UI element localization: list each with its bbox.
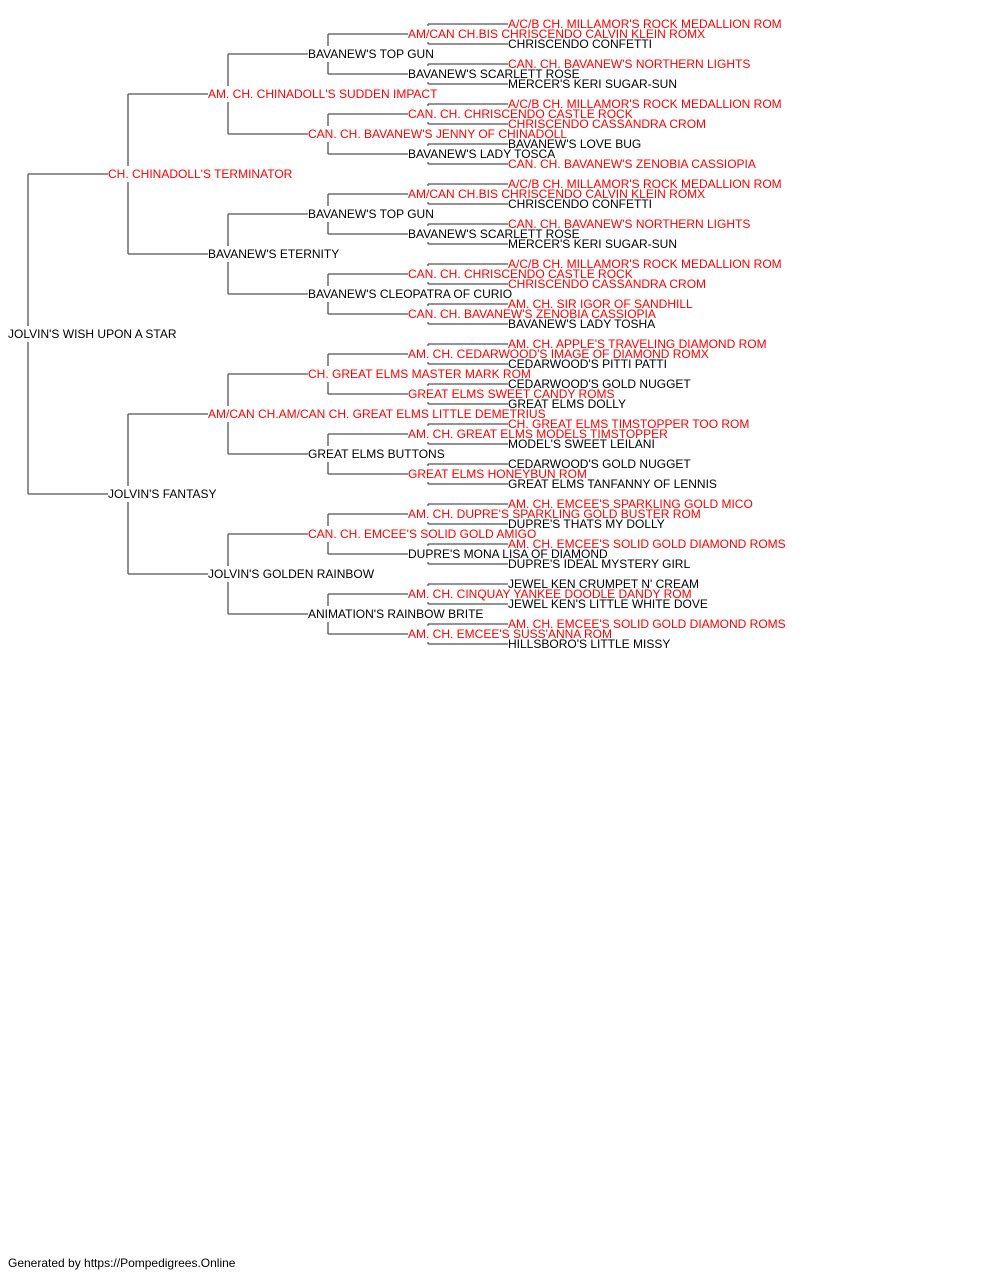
pedigree-dam-gen3-3: BAVANEW'S CLEOPATRA OF CURIO [308, 287, 512, 301]
pedigree-sire-gen4-12: AM. CH. DUPRE'S SPARKLING GOLD BUSTER RO… [408, 507, 701, 521]
pedigree-dam-gen4-1: BAVANEW'S SCARLETT ROSE [408, 67, 580, 81]
pedigree-dam-gen2-1: BAVANEW'S ETERNITY [208, 247, 339, 261]
pedigree-sire-gen4-2: CAN. CH. CHRISCENDO CASTLE ROCK [408, 107, 633, 121]
pedigree-dam-gen5-5: CHRISCENDO CASSANDRA CROM [508, 117, 706, 131]
pedigree-dam-gen1-1: JOLVIN'S FANTASY [108, 487, 217, 501]
pedigree-sire-gen5-22: CEDARWOOD'S GOLD NUGGET [508, 457, 691, 471]
pedigree-dam-gen5-3: MERCER'S KERI SUGAR-SUN [508, 77, 677, 91]
pedigree-sire-gen5-26: AM. CH. EMCEE'S SOLID GOLD DIAMOND ROMS [508, 537, 786, 551]
connector-lines [27, 23, 508, 645]
pedigree-sire-gen3-0: BAVANEW'S TOP GUN [308, 47, 434, 61]
pedigree-sire-gen5-8: A/C/B CH. MILLAMOR'S ROCK MEDALLION ROM [508, 177, 782, 191]
pedigree-sire-gen4-14: AM. CH. CINQUAY YANKEE DOODLE DANDY ROM [408, 587, 692, 601]
pedigree-dam-gen4-13: DUPRE'S MONA LISA OF DIAMOND [408, 547, 608, 561]
pedigree-dam-gen4-5: BAVANEW'S SCARLETT ROSE [408, 227, 580, 241]
pedigree-sire-gen5-24: AM. CH. EMCEE'S SPARKLING GOLD MICO [508, 497, 753, 511]
pedigree-sire-gen5-20: CH. GREAT ELMS TIMSTOPPER TOO ROM [508, 417, 749, 431]
pedigree-dam-gen4-11: GREAT ELMS HONEYBUN ROM [408, 467, 587, 481]
pedigree-dam-gen3-7: ANIMATION'S RAINBOW BRITE [308, 607, 483, 621]
pedigree-sire-gen5-28: JEWEL KEN CRUMPET N' CREAM [508, 577, 699, 591]
pedigree-dam-gen2-3: JOLVIN'S GOLDEN RAINBOW [208, 567, 375, 581]
pedigree-subject-gen0-0: JOLVIN'S WISH UPON A STAR [8, 327, 177, 341]
pedigree-dam-gen5-7: CAN. CH. BAVANEW'S ZENOBIA CASSIOPIA [508, 157, 756, 171]
pedigree-dam-gen5-27: DUPRE'S IDEAL MYSTERY GIRL [508, 557, 690, 571]
pedigree-sire-gen2-0: AM. CH. CHINADOLL'S SUDDEN IMPACT [208, 87, 438, 101]
pedigree-sire-gen5-18: CEDARWOOD'S GOLD NUGGET [508, 377, 691, 391]
pedigree-sire-gen3-4: CH. GREAT ELMS MASTER MARK ROM [308, 367, 531, 381]
pedigree-sire-gen5-6: BAVANEW'S LOVE BUG [508, 137, 641, 151]
generated-by-footer: Generated by https://Pompedigrees.Online [8, 1256, 236, 1270]
pedigree-dam-gen5-23: GREAT ELMS TANFANNY OF LENNIS [508, 477, 717, 491]
pedigree-sire-gen4-8: AM. CH. CEDARWOOD'S IMAGE OF DIAMOND ROM… [408, 347, 709, 361]
pedigree-dam-gen5-19: GREAT ELMS DOLLY [508, 397, 626, 411]
pedigree-dam-gen5-25: DUPRE'S THATS MY DOLLY [508, 517, 665, 531]
pedigree-sire-gen2-2: AM/CAN CH.AM/CAN CH. GREAT ELMS LITTLE D… [208, 407, 546, 421]
pedigree-dam-gen5-29: JEWEL KEN'S LITTLE WHITE DOVE [508, 597, 708, 611]
pedigree-dam-gen5-13: CHRISCENDO CASSANDRA CROM [508, 277, 706, 291]
pedigree-dam-gen4-3: BAVANEW'S LADY TOSCA [408, 147, 555, 161]
pedigree-sire-gen5-4: A/C/B CH. MILLAMOR'S ROCK MEDALLION ROM [508, 97, 782, 111]
pedigree-dam-gen5-17: CEDARWOOD'S PITTI PATTI [508, 357, 667, 371]
pedigree-sire-gen5-10: CAN. CH. BAVANEW'S NORTHERN LIGHTS [508, 217, 750, 231]
pedigree-sire-gen5-30: AM. CH. EMCEE'S SOLID GOLD DIAMOND ROMS [508, 617, 786, 631]
pedigree-dam-gen5-15: BAVANEW'S LADY TOSHA [508, 317, 655, 331]
pedigree-dam-gen5-31: HILLSBORO'S LITTLE MISSY [508, 637, 670, 651]
pedigree-dam-gen5-11: MERCER'S KERI SUGAR-SUN [508, 237, 677, 251]
pedigree-sire-gen3-6: CAN. CH. EMCEE'S SOLID GOLD AMIGO [308, 527, 536, 541]
pedigree-sire-gen5-14: AM. CH. SIR IGOR OF SANDHILL [508, 297, 693, 311]
pedigree-sire-gen5-0: A/C/B CH. MILLAMOR'S ROCK MEDALLION ROM [508, 17, 782, 31]
pedigree-dam-gen3-1: CAN. CH. BAVANEW'S JENNY OF CHINADOLL [308, 127, 567, 141]
pedigree-names: JOLVIN'S WISH UPON A STAR CH. CHINADOLL'S… [8, 17, 786, 651]
pedigree-dam-gen5-1: CHRISCENDO CONFETTI [508, 37, 652, 51]
pedigree-sire-gen5-16: AM. CH. APPLE'S TRAVELING DIAMOND ROM [508, 337, 767, 351]
pedigree-dam-gen5-21: MODEL'S SWEET LEILANI [508, 437, 655, 451]
pedigree-sire-gen5-12: A/C/B CH. MILLAMOR'S ROCK MEDALLION ROM [508, 257, 782, 271]
pedigree-dam-gen5-9: CHRISCENDO CONFETTI [508, 197, 652, 211]
pedigree-sire-gen4-0: AM/CAN CH.BIS CHRISCENDO CALVIN KLEIN RO… [408, 27, 705, 41]
pedigree-dam-gen4-7: CAN. CH. BAVANEW'S ZENOBIA CASSIOPIA [408, 307, 656, 321]
pedigree-sire-gen4-4: AM/CAN CH.BIS CHRISCENDO CALVIN KLEIN RO… [408, 187, 705, 201]
pedigree-sire-gen1-0: CH. CHINADOLL'S TERMINATOR [108, 167, 293, 181]
pedigree-dam-gen3-5: GREAT ELMS BUTTONS [308, 447, 445, 461]
pedigree-dam-gen4-15: AM. CH. EMCEE'S SUSS'ANNA ROM [408, 627, 612, 641]
pedigree-sire-gen5-2: CAN. CH. BAVANEW'S NORTHERN LIGHTS [508, 57, 750, 71]
pedigree-sire-gen4-6: CAN. CH. CHRISCENDO CASTLE ROCK [408, 267, 633, 281]
pedigree-sire-gen3-2: BAVANEW'S TOP GUN [308, 207, 434, 221]
pedigree-sire-gen4-10: AM. CH. GREAT ELMS MODELS TIMSTOPPER [408, 427, 668, 441]
pedigree-dam-gen4-9: GREAT ELMS SWEET CANDY ROMS [408, 387, 614, 401]
